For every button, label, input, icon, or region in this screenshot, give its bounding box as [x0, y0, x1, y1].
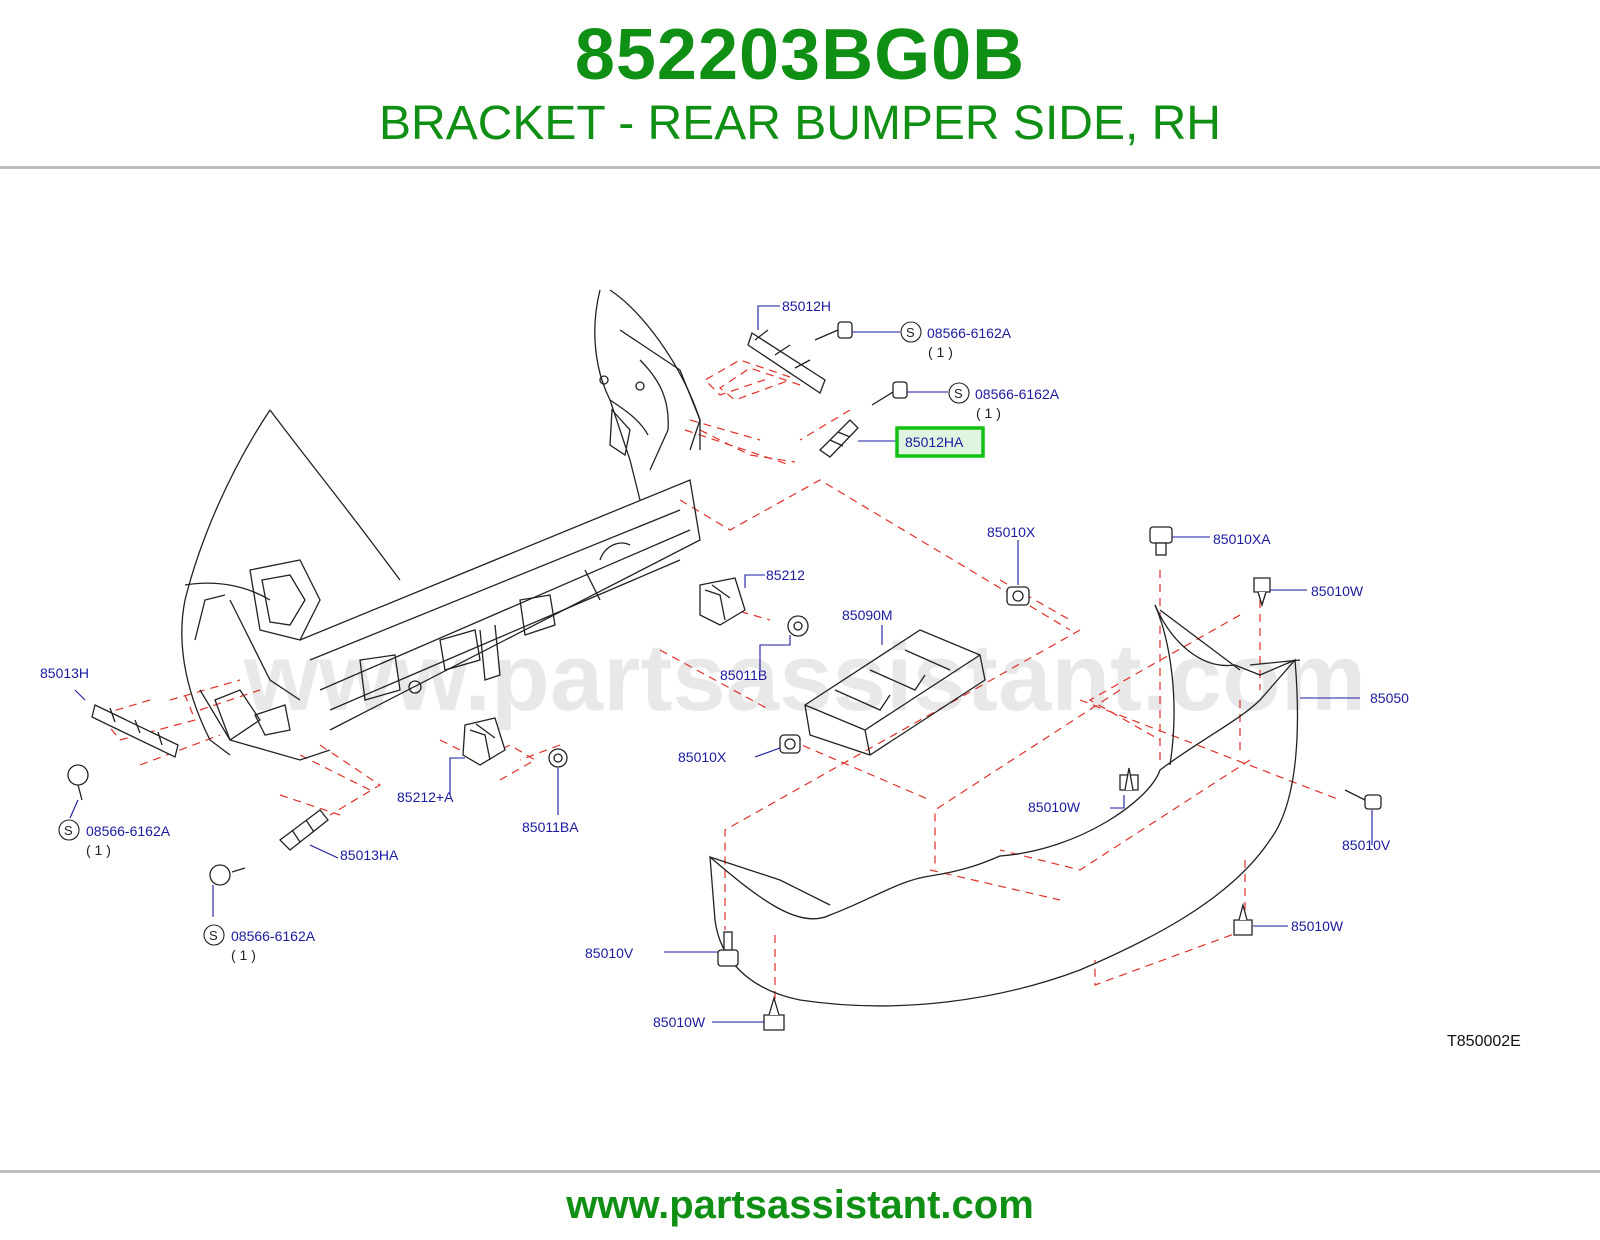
clip-icon — [1006, 586, 1030, 606]
s-badge: S — [64, 823, 73, 838]
callout-85011b[interactable]: 85011B — [720, 667, 767, 683]
callout-labels: 85012H 85012HA 85010X 85010XA 85010W 852… — [40, 298, 1409, 1030]
callout-85010xa[interactable]: 85010XA — [1213, 531, 1271, 547]
highlight-box — [895, 426, 985, 458]
fasteners — [67, 321, 1382, 1031]
callout-85011ba[interactable]: 85011BA — [522, 819, 579, 835]
push-rivet-icon — [1119, 767, 1139, 791]
watermark-text: www.partsassistant.com — [243, 624, 1366, 731]
retainer-85212 — [699, 577, 746, 626]
footer-divider — [0, 1170, 1600, 1173]
callout-85050[interactable]: 85050 — [1370, 690, 1409, 706]
screw-qty: ( 1 ) — [976, 405, 1001, 421]
callout-85010w-mid[interactable]: 85010W — [1028, 799, 1081, 815]
nut-icon — [787, 615, 809, 637]
part-number-title: 852203BG0B — [574, 15, 1026, 95]
push-rivet-icon — [1253, 577, 1271, 608]
callout-85013h[interactable]: 85013H — [40, 665, 89, 681]
s-badge: S — [906, 325, 915, 340]
screw-callout[interactable]: S 08566-6162A ( 1 ) — [948, 382, 1060, 421]
bracket-85012h — [747, 329, 826, 394]
part-description: BRACKET - REAR BUMPER SIDE, RH — [379, 97, 1221, 150]
callout-85212a[interactable]: 85212+A — [397, 789, 454, 805]
push-clip-icon — [1149, 526, 1173, 556]
screw-icon — [871, 381, 908, 406]
illustration-code: T850002E — [1447, 1033, 1521, 1050]
parts-diagram: www.partsassistant.com — [0, 170, 1600, 1166]
push-rivet-icon — [1233, 902, 1253, 936]
rear-bumper-fascia — [709, 604, 1301, 1007]
s-badge: S — [954, 386, 963, 401]
callout-85010x-mid[interactable]: 85010X — [678, 749, 727, 765]
bracket-85012ha — [818, 419, 859, 458]
screw-code: 08566-6162A — [975, 386, 1060, 402]
screw-icon — [67, 764, 89, 801]
screw-code: 08566-6162A — [927, 325, 1012, 341]
callout-85010w-lowright[interactable]: 85010W — [1291, 918, 1344, 934]
bracket-85013h — [91, 704, 179, 758]
callout-85212[interactable]: 85212 — [766, 567, 805, 583]
s-badge: S — [209, 928, 218, 943]
callout-85010w-right[interactable]: 85010W — [1311, 583, 1364, 599]
assembly-guide-lines — [98, 359, 1341, 1000]
page-header: 852203BG0B BRACKET - REAR BUMPER SIDE, R… — [0, 0, 1600, 168]
screw-qty: ( 1 ) — [231, 947, 256, 963]
callout-85090m[interactable]: 85090M — [842, 607, 893, 623]
callout-85012h[interactable]: 85012H — [782, 298, 831, 314]
screw-qty: ( 1 ) — [86, 842, 111, 858]
rear-body-structure — [181, 289, 701, 761]
callout-85010w-bottom[interactable]: 85010W — [653, 1014, 706, 1030]
screw-code: 08566-6162A — [86, 823, 171, 839]
callout-85010v-right[interactable]: 85010V — [1342, 837, 1391, 853]
bolt-icon — [1344, 789, 1382, 810]
callout-85010v-left[interactable]: 85010V — [585, 945, 634, 961]
screw-qty: ( 1 ) — [928, 344, 953, 360]
clip-icon — [779, 734, 801, 754]
screw-icon — [209, 864, 246, 886]
nut-icon — [548, 748, 568, 768]
push-rivet-icon — [763, 995, 785, 1031]
screw-callout[interactable]: S 08566-6162A ( 1 ) — [203, 924, 316, 963]
bolt-icon — [717, 931, 739, 967]
bracket-85013ha — [279, 809, 329, 851]
screw-callout[interactable]: S 08566-6162A ( 1 ) — [900, 321, 1012, 360]
screw-icon — [814, 321, 853, 341]
screw-callouts: S 08566-6162A ( 1 ) S 08566-6162A ( 1 ) … — [58, 321, 1060, 963]
callout-85012ha[interactable]: 85012HA — [905, 434, 964, 450]
screw-code: 08566-6162A — [231, 928, 316, 944]
footer-url-link[interactable]: www.partsassistant.com — [566, 1183, 1034, 1227]
header-divider — [0, 166, 1600, 169]
retainer-85212a — [462, 717, 506, 766]
leader-lines — [69, 305, 1373, 1023]
energy-absorber-85090m — [804, 629, 986, 756]
callout-85010x-top[interactable]: 85010X — [987, 524, 1036, 540]
screw-callout[interactable]: S 08566-6162A ( 1 ) — [58, 819, 171, 858]
callout-85013ha[interactable]: 85013HA — [340, 847, 399, 863]
